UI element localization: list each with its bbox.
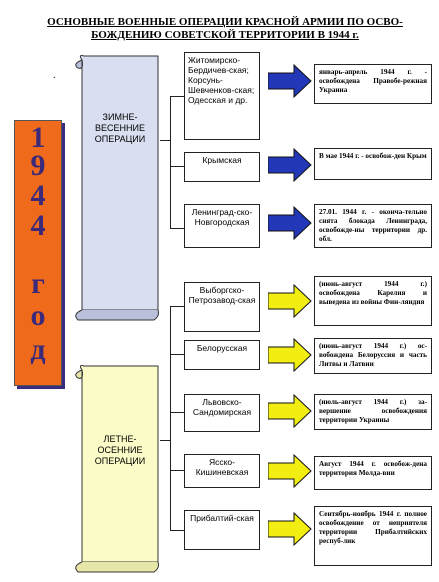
winter-arrow-2 [268, 148, 312, 182]
operation-box-winter-1: Житомирско-Бердичев-ская; Корсунь-Шевчен… [184, 52, 260, 140]
winter-arrow-1 [268, 64, 312, 98]
summer-arrow-1 [268, 284, 312, 318]
year-letter-1: г [31, 267, 45, 300]
result-box-winter-3: 27.01. 1944 г. - оконча-тельно снята бло… [314, 204, 432, 248]
year-letter-3: д [30, 333, 46, 366]
result-box-summer-3: (июль-август 1944 г.) за-вершение освобо… [314, 394, 432, 430]
winter-arrow-3 [268, 206, 312, 240]
result-box-summer-2: (июнь-август 1944 г.) ос-вобождена Белор… [314, 338, 432, 374]
operation-box-summer-4: Ясско-Кишиневская [184, 454, 260, 488]
operation-box-winter-2: Крымская [184, 152, 260, 182]
year-digit-2: 9 [30, 149, 46, 182]
result-box-summer-4: Август 1944 г. освобож-дена территория М… [314, 456, 432, 490]
summer-connector-3 [170, 412, 184, 413]
winter-connector [160, 140, 170, 141]
winter-scroll [75, 55, 159, 321]
result-box-summer-5: Сентябрь-ноябрь 1944 г. полное освобожде… [314, 506, 432, 566]
summer-connector-trunk [170, 306, 171, 530]
summer-connector-2 [170, 354, 184, 355]
operation-box-winter-3: Ленинград-ско-Новгородская [184, 204, 260, 248]
operation-box-summer-5: Прибалтий-ская [184, 510, 260, 550]
summer-connector-1 [170, 306, 184, 307]
summer-arrow-3 [268, 394, 312, 428]
winter-connector-trunk [170, 96, 171, 228]
winter-operations-label: ЗИМНЕ-ВЕСЕННИЕ ОПЕРАЦИИ [94, 112, 146, 144]
year-bar: 1 9 4 4 г о д [14, 120, 62, 386]
summer-connector-4 [170, 470, 184, 471]
summer-arrow-2 [268, 338, 312, 372]
summer-connector-5 [170, 530, 184, 531]
page-title: ОСНОВНЫЕ ВОЕННЫЕ ОПЕРАЦИИ КРАСНОЙ АРМИИ … [47, 16, 403, 41]
summer-arrow-5 [268, 512, 312, 546]
result-box-summer-1: (июнь-август 1944 г.) освобождена Карели… [314, 276, 432, 326]
winter-connector-3 [170, 228, 184, 229]
operation-box-summer-1: Выборгско-Петрозавод-ская [184, 282, 260, 332]
operation-box-summer-2: Белорусская [184, 340, 260, 370]
summer-connector [160, 440, 170, 441]
stray-dot: . [53, 70, 56, 81]
year-digit-4: 4 [30, 209, 46, 242]
winter-connector-1 [170, 96, 184, 97]
year-letter-2: о [30, 299, 46, 332]
summer-operations-label: ЛЕТНЕ-ОСЕННИЕ ОПЕРАЦИИ [94, 434, 146, 466]
year-digit-1: 1 [30, 121, 46, 154]
operation-box-summer-3: Львовско-Сандомирская [184, 394, 260, 432]
winter-connector-2 [170, 166, 184, 167]
summer-arrow-4 [268, 454, 312, 488]
result-box-winter-1: январь-апрель 1944 г. - освобождена Прав… [314, 64, 432, 104]
result-box-winter-2: В мае 1944 г. - освобож-ден Крым [314, 148, 432, 180]
summer-scroll [75, 365, 159, 573]
year-digit-3: 4 [30, 179, 46, 212]
